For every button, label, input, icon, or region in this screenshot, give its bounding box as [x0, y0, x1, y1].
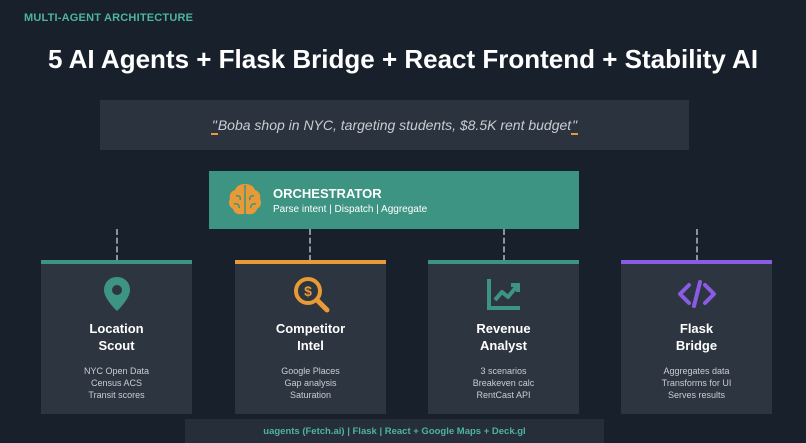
map-pin-icon: [103, 277, 130, 311]
agent-items: 3 scenarios Breakeven calc RentCast API: [428, 365, 579, 401]
agent-card-competitor-intel: $ Competitor Intel Google Places Gap ana…: [235, 260, 386, 414]
card-accent-bar: [621, 260, 772, 264]
prompt-box: "Boba shop in NYC, targeting students, $…: [100, 100, 689, 150]
agent-item: Serves results: [667, 390, 726, 400]
agent-item: Gap analysis: [284, 378, 337, 388]
agent-item: Census ACS: [90, 378, 143, 388]
agent-name: Location Scout: [89, 321, 144, 353]
agent-items: Aggregates data Transforms for UI Serves…: [621, 365, 772, 401]
agent-card-revenue-analyst: Revenue Analyst 3 scenarios Breakeven ca…: [428, 260, 579, 414]
agent-card-location-scout: Location Scout NYC Open Data Census ACS …: [41, 260, 192, 414]
connector-line: [503, 229, 505, 261]
tech-stack-footer: uagents (Fetch.ai) | Flask | React + Goo…: [185, 419, 604, 443]
connector-line: [309, 229, 311, 261]
section-label: MULTI-AGENT ARCHITECTURE: [24, 12, 194, 24]
brain-icon: [229, 184, 261, 215]
agent-item: Transforms for UI: [661, 378, 732, 388]
card-accent-bar: [428, 260, 579, 264]
orchestrator-box: ORCHESTRATOR Parse intent | Dispatch | A…: [209, 171, 579, 229]
agent-item: RentCast API: [476, 390, 531, 400]
agent-card-flask-bridge: Flask Bridge Aggregates data Transforms …: [621, 260, 772, 414]
agent-item: 3 scenarios: [480, 366, 527, 376]
tech-stack-text: uagents (Fetch.ai) | Flask | React + Goo…: [263, 425, 526, 437]
connector-line: [116, 229, 118, 261]
agent-item: Aggregates data: [663, 366, 730, 376]
prompt-open-quote: ": [210, 117, 218, 135]
dollar-search-icon: $: [293, 277, 329, 313]
orchestrator-title: ORCHESTRATOR: [273, 186, 382, 201]
agent-name: Competitor Intel: [275, 321, 346, 353]
card-accent-bar: [235, 260, 386, 264]
agent-item: Google Places: [281, 366, 340, 376]
page-title: 5 AI Agents + Flask Bridge + React Front…: [47, 44, 759, 74]
agent-name: Revenue Analyst: [476, 321, 531, 353]
agent-name: Flask Bridge: [675, 321, 718, 353]
card-accent-bar: [41, 260, 192, 264]
connector-line: [696, 229, 698, 261]
agent-items: NYC Open Data Census ACS Transit scores: [41, 365, 192, 401]
orchestrator-subtitle: Parse intent | Dispatch | Aggregate: [273, 204, 428, 215]
agent-items: Google Places Gap analysis Saturation: [235, 365, 386, 401]
prompt-text-line: "Boba shop in NYC, targeting students, $…: [210, 117, 579, 135]
code-icon: [677, 280, 716, 308]
agent-item: Saturation: [289, 390, 332, 400]
svg-text:$: $: [304, 283, 312, 299]
prompt-close-quote: ": [571, 117, 579, 135]
prompt-text: Boba shop in NYC, targeting students, $8…: [217, 117, 572, 133]
agent-item: Transit scores: [88, 390, 145, 400]
agent-item: Breakeven calc: [472, 378, 535, 388]
trend-chart-icon: [486, 279, 520, 310]
agent-item: NYC Open Data: [83, 366, 150, 376]
